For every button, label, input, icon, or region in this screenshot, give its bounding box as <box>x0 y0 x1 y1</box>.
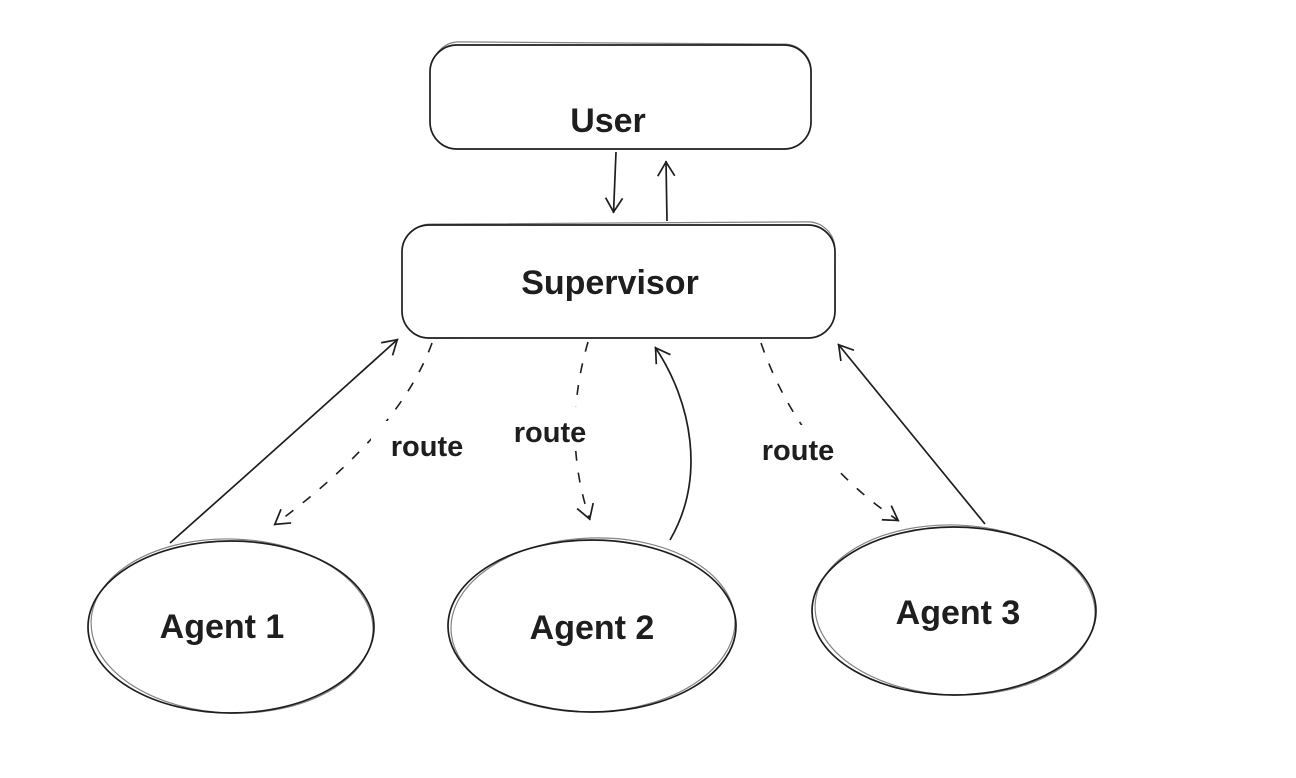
agent1-node-shape-echo <box>90 538 374 714</box>
user-node: User <box>429 41 812 150</box>
agent2-node: Agent 2 <box>447 537 737 713</box>
route-label-1: route <box>391 431 464 463</box>
supervisor-node: Supervisor <box>401 221 836 339</box>
supervisor-node-label: Supervisor <box>521 264 699 302</box>
agent3-node-shape-echo <box>814 524 1096 696</box>
route-label-3: route <box>762 435 835 467</box>
route-label-3-bg <box>741 425 855 469</box>
agent1-node-label: Agent 1 <box>160 608 285 646</box>
supervisor-to-user-arrow <box>657 160 676 222</box>
user-to-supervisor-arrow <box>604 151 624 214</box>
edges-layer <box>169 151 986 544</box>
route-label-2-bg <box>493 407 607 451</box>
agent2-to-supervisor-arrow <box>654 346 692 541</box>
user-node-label: User <box>570 102 646 140</box>
agent3-node-label: Agent 3 <box>896 594 1021 632</box>
nodes-layer: User Supervisor Agent 1 Agent 2 <box>87 41 1097 714</box>
agent1-node: Agent 1 <box>87 538 375 714</box>
route-label-2: route <box>514 417 587 449</box>
supervisor-to-agent1-route-arrow <box>273 342 433 526</box>
agent3-to-supervisor-arrow <box>837 343 986 525</box>
user-node-shape <box>429 44 812 150</box>
route-label-1-bg <box>371 421 485 465</box>
agent3-node: Agent 3 <box>811 524 1097 696</box>
agent2-node-label: Agent 2 <box>530 609 655 647</box>
supervisor-node-shape <box>401 224 836 339</box>
edge-labels-layer: route route route <box>371 407 855 469</box>
agent2-node-shape-echo <box>450 537 736 713</box>
agent1-to-supervisor-arrow <box>169 338 399 544</box>
